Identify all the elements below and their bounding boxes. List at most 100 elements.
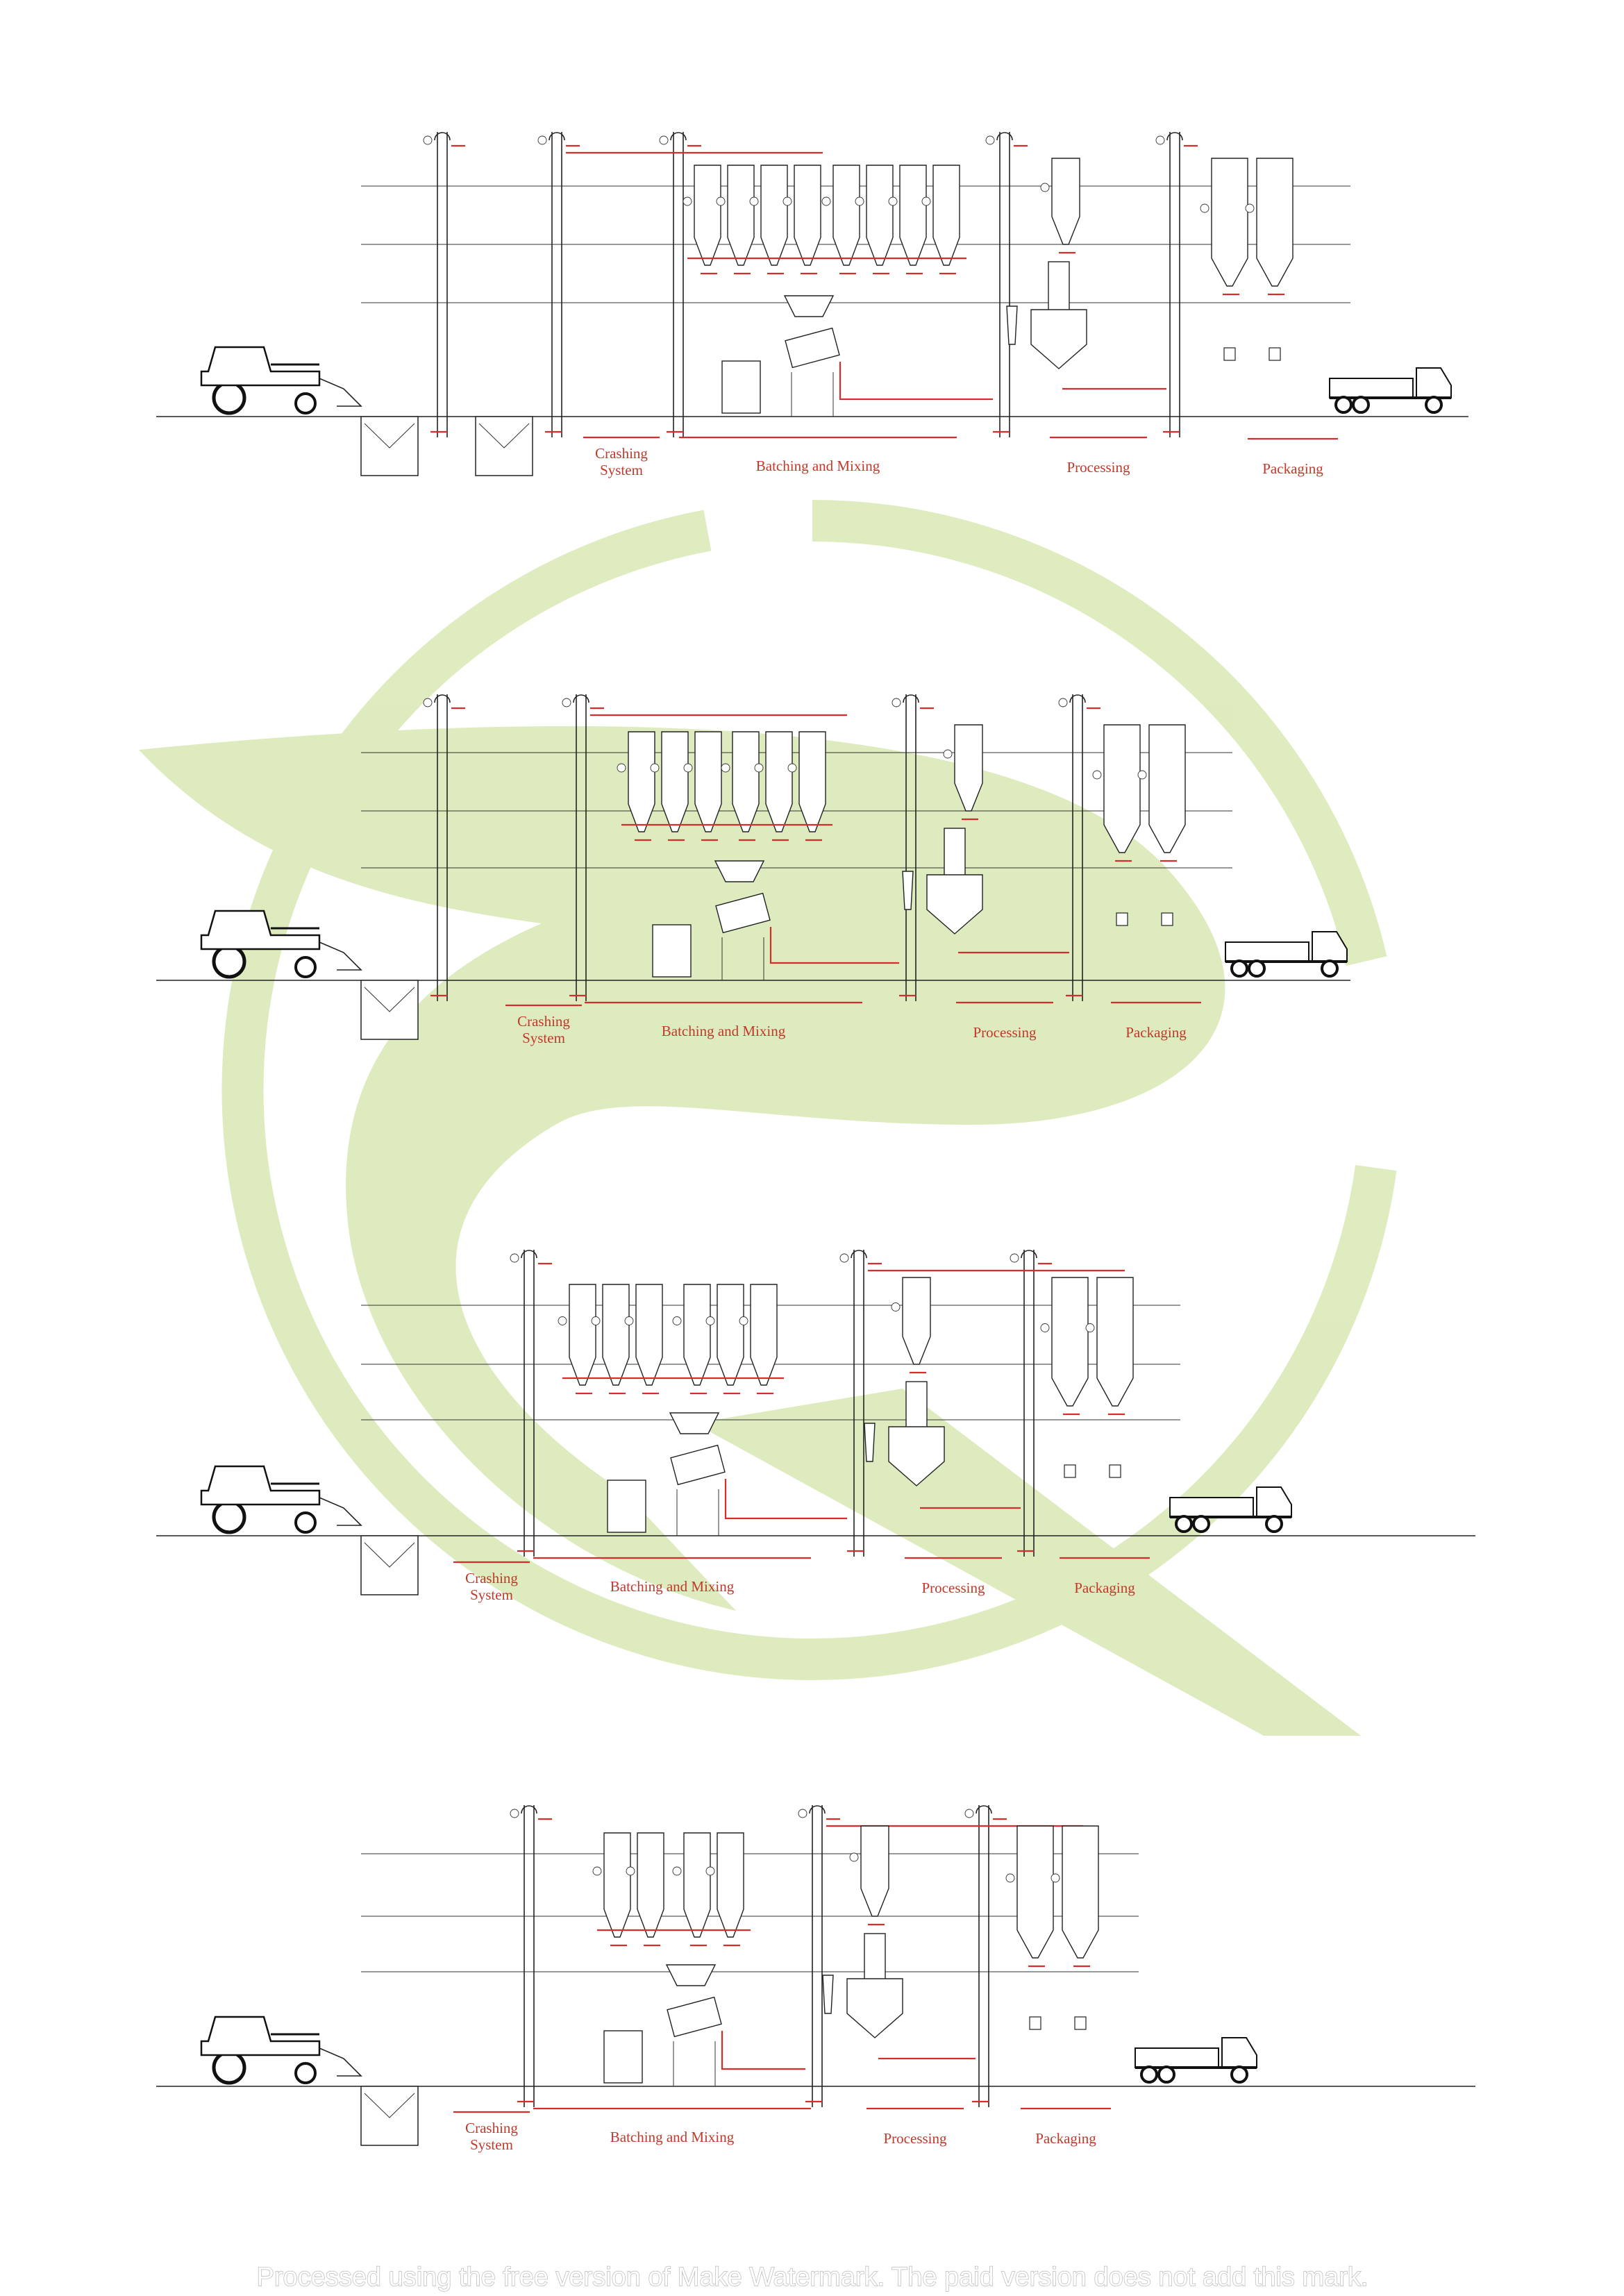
label-packaging-line: Packaging xyxy=(1125,1024,1187,1041)
item-number-badge xyxy=(1245,203,1255,213)
batching-silo xyxy=(717,1832,744,1938)
item-number-badge xyxy=(888,196,898,206)
cyclone xyxy=(864,1423,876,1462)
item-number-badge xyxy=(964,1809,974,1818)
tractor-front-wheel xyxy=(294,956,317,978)
label-packaging: Packaging xyxy=(1262,460,1323,477)
mixer xyxy=(715,892,771,934)
label-processing-line: Processing xyxy=(922,1579,985,1596)
batching-scale xyxy=(669,1412,720,1434)
label-batching-and-mixing-line: Batching and Mixing xyxy=(610,2129,735,2145)
tractor-body xyxy=(200,346,321,387)
packing-scale xyxy=(1109,1464,1121,1478)
bucket-elevator xyxy=(423,694,465,1001)
item-number-badge xyxy=(749,196,759,206)
item-number-badge xyxy=(855,196,864,206)
mixer-discharge-conveyor xyxy=(724,1479,847,1520)
item-number-badge xyxy=(839,1253,849,1263)
item-number-badge xyxy=(943,749,953,759)
intake-pit xyxy=(360,1535,419,1595)
finished-product-bin xyxy=(1211,158,1248,287)
batching-silo xyxy=(694,165,721,266)
item-number-badge xyxy=(921,196,931,206)
truck-cab xyxy=(1416,367,1452,399)
elevator-head xyxy=(573,694,589,703)
item-number-badge xyxy=(1058,698,1068,707)
mixer-discharge-conveyor xyxy=(769,927,899,964)
tractor-icon xyxy=(200,2016,362,2085)
item-number-badge xyxy=(1085,1323,1095,1332)
label-batching-and-mixing-line: Batching and Mixing xyxy=(756,458,880,474)
label-crushing-system-line: System xyxy=(470,1586,513,1603)
batching-silo xyxy=(637,1832,664,1938)
bucket-elevator xyxy=(562,694,604,1001)
tractor-front-wheel xyxy=(294,392,317,414)
mixer-discharge-conveyor xyxy=(721,2031,805,2070)
mixer xyxy=(670,1444,726,1486)
bucket-elevator xyxy=(537,132,580,437)
cyclone xyxy=(902,871,914,910)
item-number-badge xyxy=(1092,770,1102,780)
mixer xyxy=(785,327,840,369)
label-processing-line: Processing xyxy=(884,2130,947,2147)
truck-wheel xyxy=(1265,1515,1283,1533)
item-number-badge xyxy=(510,1809,519,1818)
bucket-elevator xyxy=(510,1805,552,2107)
finished-product-bin xyxy=(1016,1825,1054,1959)
intake-pit xyxy=(360,416,419,476)
batching-scale xyxy=(714,860,765,882)
logo-leaf xyxy=(139,726,1225,1611)
item-number-badge xyxy=(716,196,726,206)
tractor-body xyxy=(200,1465,321,1506)
label-packaging: Packaging xyxy=(1035,2130,1096,2147)
tractor-body xyxy=(200,910,321,950)
item-number-badge xyxy=(1005,1873,1015,1883)
finished-product-bin xyxy=(1051,1277,1089,1407)
item-number-badge xyxy=(1010,1253,1019,1263)
truck-icon xyxy=(1135,2037,1257,2084)
bucket-elevator xyxy=(964,1805,1007,2107)
truck-icon xyxy=(1169,1486,1292,1533)
tractor-loader xyxy=(319,941,362,971)
label-batching-and-mixing: Batching and Mixing xyxy=(756,458,880,474)
finished-product-bin xyxy=(1096,1277,1134,1407)
truck-wheel xyxy=(1334,396,1353,414)
elevator-head xyxy=(809,1805,826,1814)
bucket-elevator xyxy=(891,694,934,1001)
item-number-badge xyxy=(739,1316,748,1325)
label-processing-line: Processing xyxy=(973,1024,1037,1041)
pellet-mill xyxy=(944,828,966,878)
batching-silo xyxy=(899,165,927,266)
label-batching-and-mixing: Batching and Mixing xyxy=(662,1023,786,1039)
batching-silo xyxy=(798,731,826,832)
elevator-head xyxy=(434,132,451,141)
packing-scale xyxy=(1116,912,1128,926)
watermark-logo xyxy=(139,500,1403,1736)
intake-hopper xyxy=(364,2093,415,2118)
bucket-elevator xyxy=(510,1250,552,1557)
batching-silo xyxy=(694,731,722,832)
item-number-badge xyxy=(891,1302,901,1312)
bucket-elevator xyxy=(1155,132,1198,437)
label-batching-and-mixing-line: Batching and Mixing xyxy=(610,1578,735,1595)
bucket-elevator xyxy=(1058,694,1100,1001)
item-number-badge xyxy=(782,196,792,206)
item-number-badge xyxy=(1050,1873,1060,1883)
truck-wheel xyxy=(1192,1515,1210,1533)
elevator-head xyxy=(996,132,1013,141)
item-number-badge xyxy=(672,1316,682,1325)
mixer xyxy=(667,1996,722,2038)
intake-pit xyxy=(360,2086,419,2146)
truck-bed xyxy=(1225,941,1309,962)
truck-wheel xyxy=(1230,960,1248,978)
premix-station xyxy=(652,924,692,978)
intake-hopper xyxy=(364,423,415,449)
item-number-badge xyxy=(891,698,901,707)
label-crushing-system-line: Crashing xyxy=(517,1013,570,1030)
item-number-badge xyxy=(626,1866,635,1876)
batching-silo xyxy=(661,731,689,832)
label-crushing-system-line: Crashing xyxy=(465,2120,518,2136)
bucket-elevator xyxy=(839,1250,882,1557)
